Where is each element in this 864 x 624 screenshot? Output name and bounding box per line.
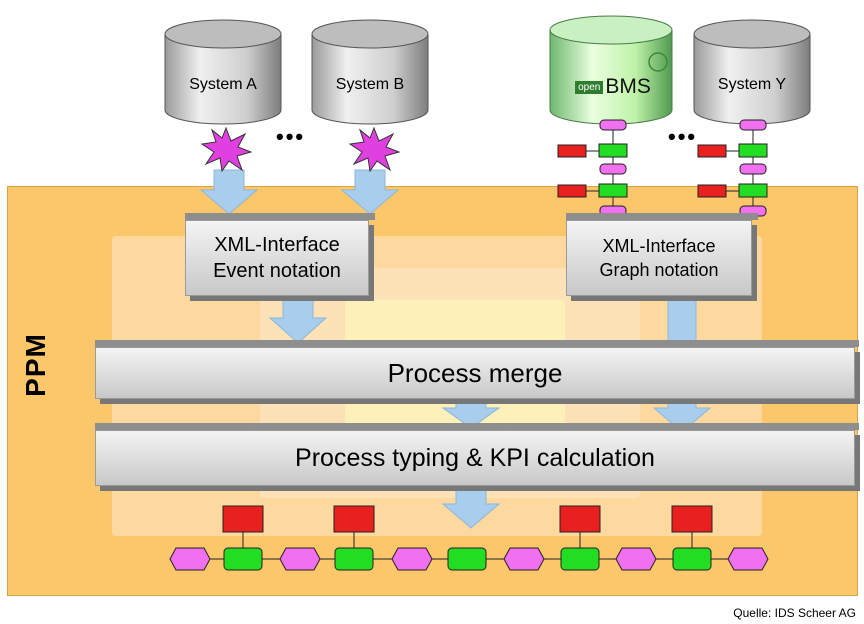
event-node	[739, 163, 767, 175]
xml-event-line2: Event notation	[213, 260, 341, 282]
system-a-label: System A	[189, 76, 257, 93]
openbms-prefix: open	[575, 80, 604, 94]
system-y-label: System Y	[717, 76, 787, 93]
database-icon	[164, 19, 282, 125]
function-node	[738, 183, 768, 198]
org-unit-node	[559, 505, 601, 533]
org-unit-node	[671, 505, 713, 533]
system-b-label: System B	[335, 76, 405, 93]
event-node	[391, 547, 433, 571]
xml-interface-graph: XML-Interface Graph notation	[566, 220, 752, 296]
event-node	[169, 547, 211, 571]
system-a-database: System A	[163, 18, 283, 126]
system-b-database: System B	[310, 18, 430, 126]
function-node	[672, 547, 712, 571]
database-icon	[311, 19, 429, 125]
source-credit: Quelle: IDS Scheer AG	[733, 606, 856, 620]
arrow-event-merge	[268, 295, 328, 344]
ellipsis-left: •••	[276, 124, 306, 149]
process-chain	[169, 505, 769, 571]
org-unit-node	[697, 144, 727, 158]
openbms-name: BMS	[605, 75, 651, 98]
arrow-system-a	[199, 169, 259, 215]
function-node	[598, 183, 628, 198]
openbms-logo-icon	[648, 52, 668, 72]
database-icon	[693, 19, 811, 125]
process-merge-box: Process merge	[95, 347, 855, 399]
xml-event-top	[185, 213, 375, 220]
xml-graph-line2: Graph notation	[599, 260, 719, 280]
xml-interface-event: XML-Interface Event notation	[185, 220, 369, 296]
event-burst-icon	[200, 126, 252, 172]
event-node	[599, 163, 627, 175]
function-node	[223, 547, 263, 571]
function-node	[560, 547, 600, 571]
event-node	[503, 547, 545, 571]
xml-event-line1: XML-Interface	[214, 234, 340, 256]
function-node	[598, 143, 628, 158]
event-node	[615, 547, 657, 571]
org-unit-node	[222, 505, 264, 533]
system-y-database: System Y	[692, 18, 812, 126]
org-unit-node	[333, 505, 375, 533]
xml-graph-line1: XML-Interface	[602, 236, 716, 256]
function-node	[738, 143, 768, 158]
openbms-database	[548, 14, 674, 126]
process-typing-box: Process typing & KPI calculation	[95, 430, 855, 486]
event-node	[727, 547, 769, 571]
arrow-merge-typing	[441, 399, 501, 429]
process-merge-top	[95, 340, 859, 347]
event-node	[739, 119, 767, 131]
function-node	[447, 547, 487, 571]
graph-fragments	[557, 119, 768, 218]
function-node	[334, 547, 374, 571]
xml-graph-top	[566, 213, 758, 220]
process-typing-top	[95, 423, 859, 430]
org-unit-node	[557, 184, 587, 198]
event-burst-icon	[348, 126, 400, 172]
event-node	[599, 119, 627, 131]
database-icon	[549, 15, 673, 125]
org-unit-node	[557, 144, 587, 158]
arrow-system-b	[340, 169, 400, 215]
arrow-typing-chain	[441, 487, 501, 529]
event-node	[279, 547, 321, 571]
org-unit-node	[697, 184, 727, 198]
ellipsis-right: •••	[668, 124, 698, 149]
